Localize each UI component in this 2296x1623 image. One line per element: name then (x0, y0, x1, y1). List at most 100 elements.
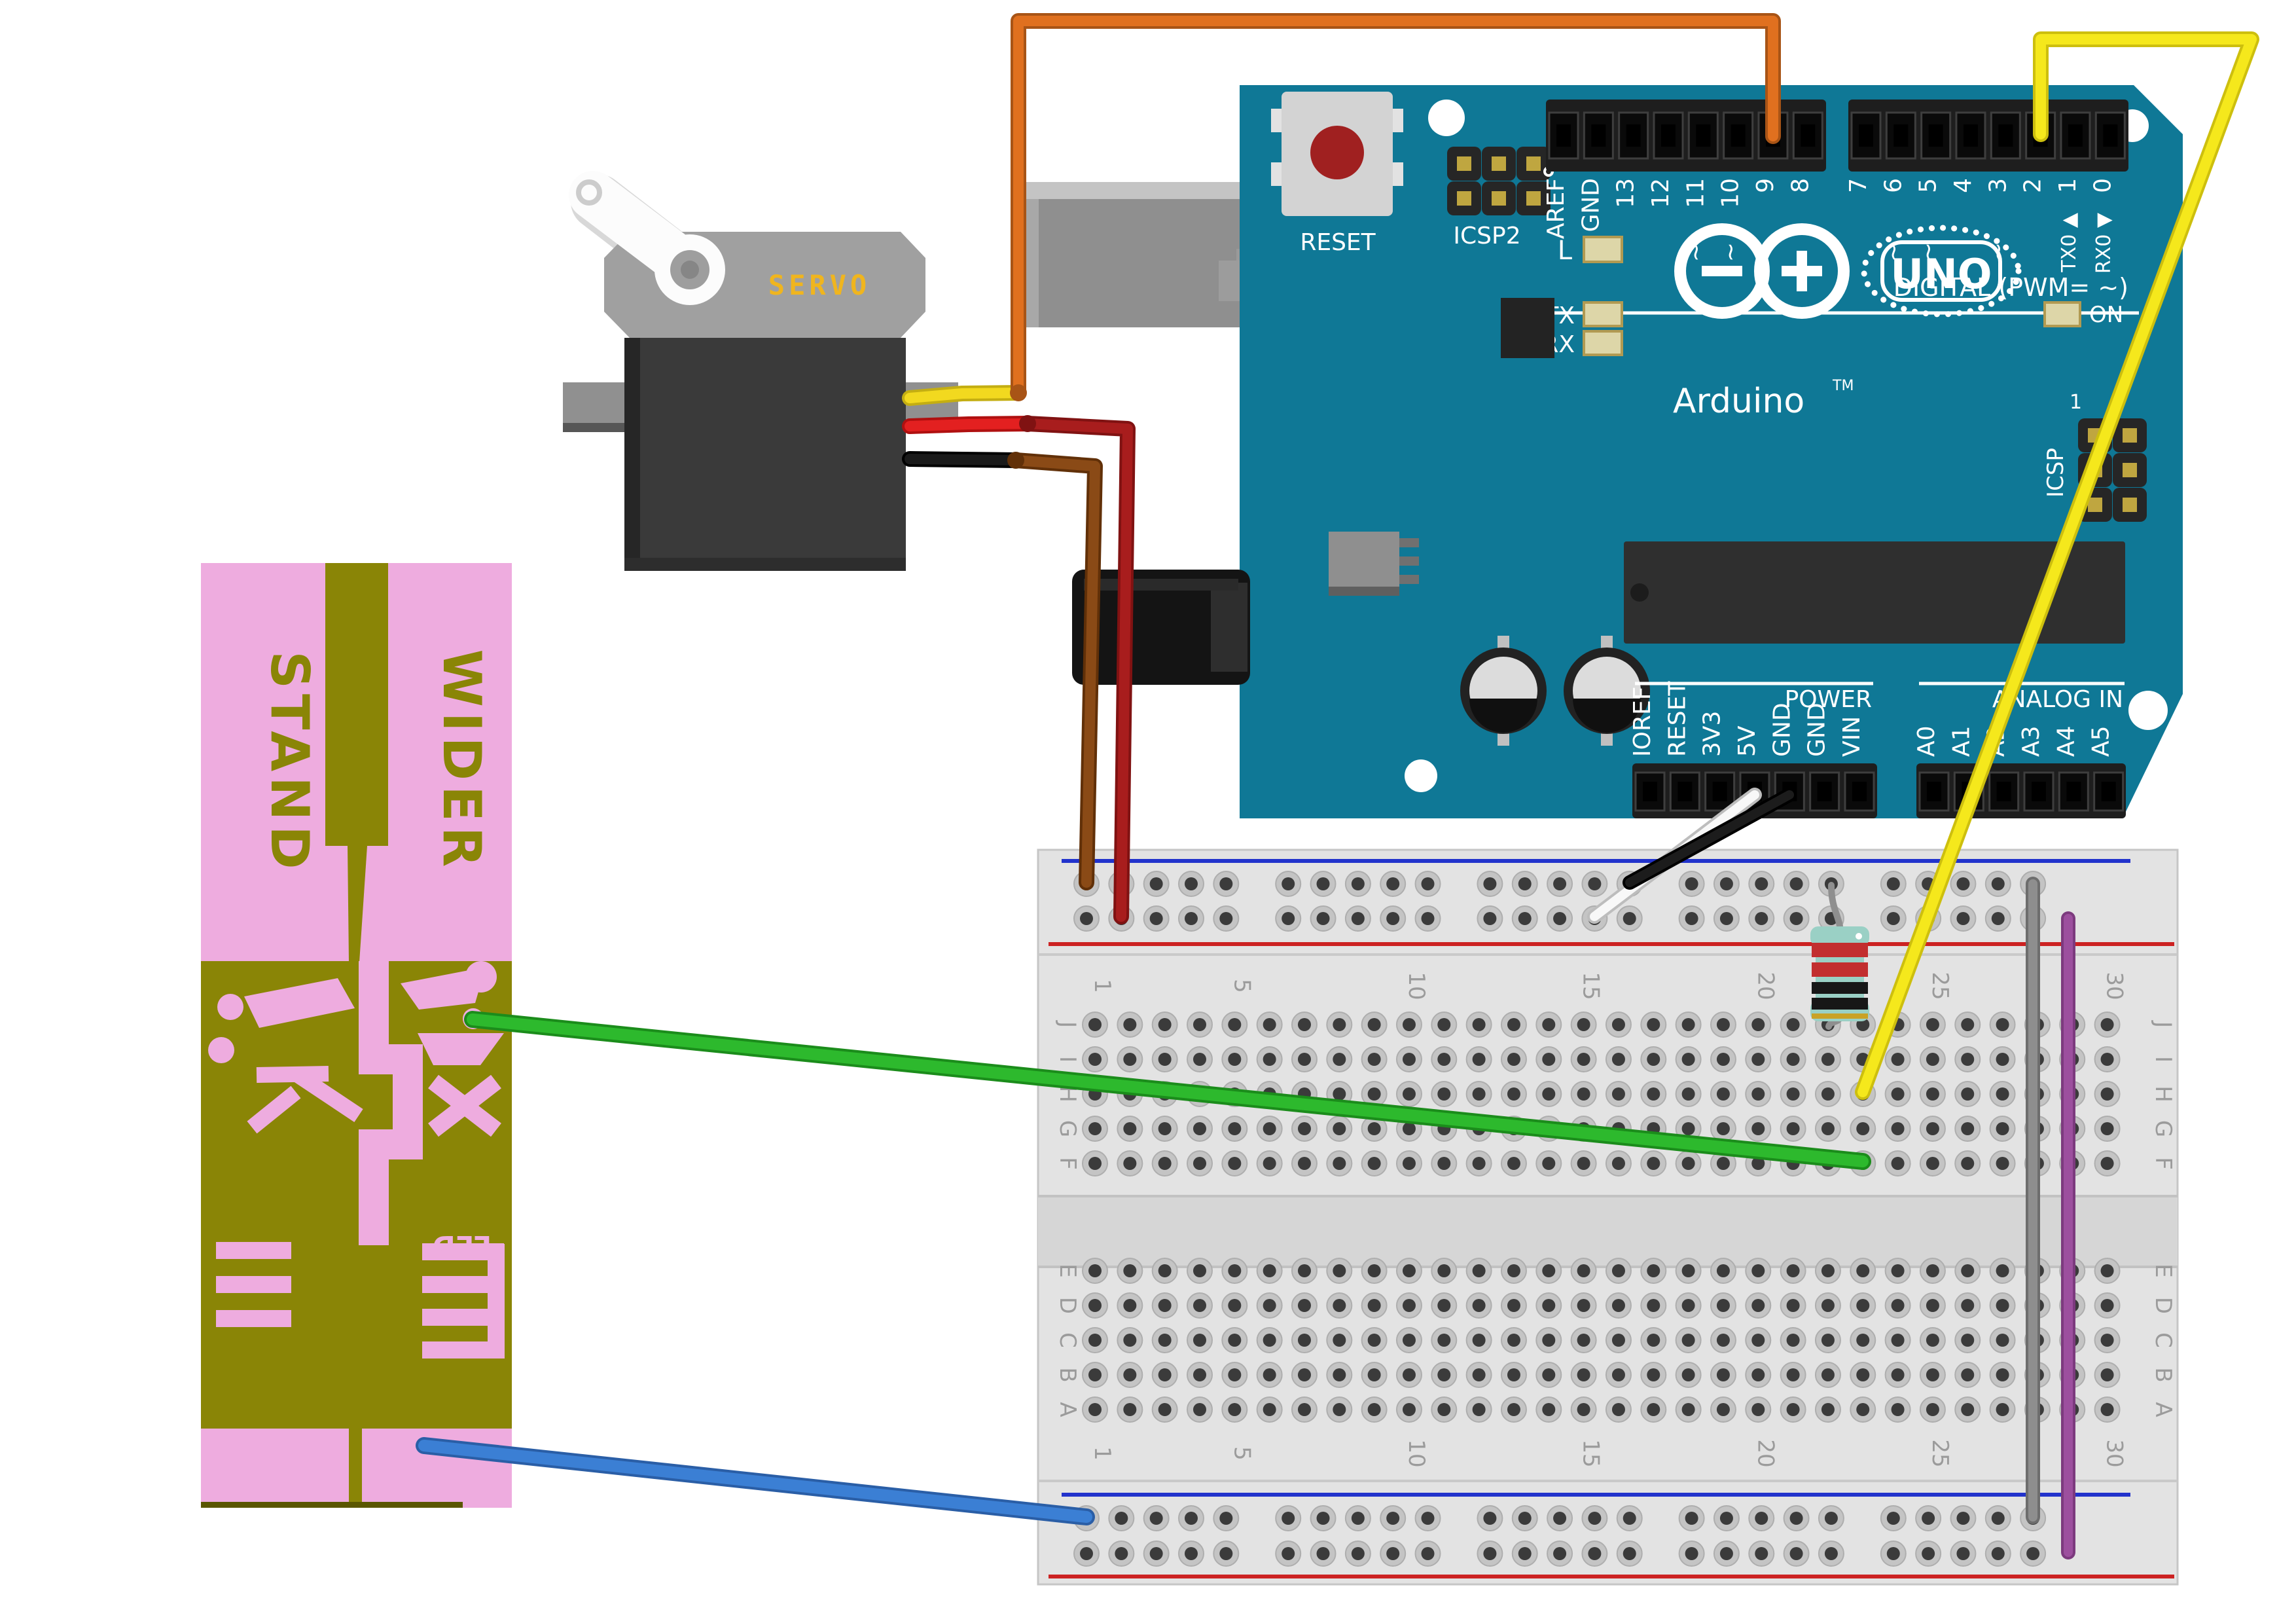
breadboard-coordinate-label: G (2150, 1120, 2176, 1137)
digital-pin[interactable] (1723, 111, 1754, 160)
wire-servo-black-lead[interactable] (905, 454, 1021, 465)
wire-brown-ground-to-rail[interactable] (1011, 455, 1100, 888)
wire-orange-signal-to-pin9[interactable] (1013, 16, 1778, 398)
wire-junction (1010, 384, 1027, 401)
breadboard-coordinate-label: 1 (1089, 979, 1115, 993)
uno-badge: UNO (1861, 225, 2022, 318)
digital-header-left[interactable] (1546, 100, 1826, 172)
power-pin-label: 3V3 (1699, 711, 1726, 757)
digital-pin-label: 13 (1613, 178, 1640, 208)
resistor-band (1812, 982, 1868, 994)
digital-pin-label: AREF (1543, 178, 1570, 239)
breadboard-coordinate-label: 20 (1752, 1439, 1778, 1467)
usb-bridge-chip (1501, 298, 1554, 358)
breadboard-coordinate-label: 30 (2102, 1439, 2128, 1467)
breadboard-coordinate-label: E (1054, 1264, 1081, 1277)
wire-junction (1007, 452, 1024, 469)
pcb-word-top: STAND (259, 651, 320, 874)
pcb-word-bottom: WIDER (431, 649, 492, 873)
digital-pin[interactable] (1687, 111, 1719, 160)
wire-servo-yellow-lead[interactable] (905, 388, 1024, 403)
wire-servo-red-lead[interactable] (905, 418, 1033, 431)
analog-pin-label: A0 (1913, 725, 1940, 757)
pcb-trace-pattern (208, 961, 505, 1359)
power-caption: POWER (1785, 686, 1872, 713)
breadboard-coordinate-label: 10 (1403, 972, 1429, 1000)
breadboard-coordinate-label: I (1054, 1056, 1081, 1063)
rx0-label: RX0 ▼ (2092, 213, 2115, 274)
pcb-led-label: LED (433, 1230, 492, 1262)
wire-yellow-pin2-to-breadboard[interactable] (1857, 34, 2257, 1097)
wire-black-gnd-to-rail[interactable] (1625, 790, 1794, 887)
breadboard-coordinate-label: 15 (1578, 972, 1604, 1000)
breadboard-coordinate-label: 5 (1229, 979, 1255, 993)
analog-pin-label: A4 (2053, 725, 2079, 757)
trademark-text: TM (1832, 378, 1854, 394)
digital-pin-label: 0 (2089, 178, 2116, 193)
servo-motor[interactable]: SERVO (563, 171, 958, 571)
board-leds (1583, 236, 2081, 356)
breadboard-coordinate-label: 15 (1578, 1439, 1604, 1467)
breadboard-center-channel (1038, 1196, 2178, 1267)
breadboard-coordinate-label: A (1054, 1402, 1081, 1417)
reset-button[interactable] (1271, 92, 1403, 216)
breadboard-coordinate-label: F (1054, 1157, 1081, 1170)
digital-pin-label: 1 (2054, 178, 2081, 193)
digital-pin-label: 3 (1984, 178, 2011, 193)
power-pin-label: IOREF (1629, 687, 1656, 757)
breadboard-coordinate-label: G (1054, 1120, 1081, 1137)
resistor[interactable] (1810, 882, 1869, 1030)
servo-body[interactable] (624, 338, 906, 571)
icsp-label: ICSP (2043, 448, 2069, 498)
reset-button-cap[interactable] (1310, 126, 1364, 179)
analog-pin-label: A3 (2018, 725, 2045, 757)
power-jack (1072, 570, 1250, 685)
breadboard-coordinate-label: 20 (1752, 972, 1778, 1000)
breadboard-coordinate-label: J (2150, 1020, 2176, 1028)
tx0-label: TX0 ▲ (2058, 213, 2081, 273)
servo-label: SERVO (768, 269, 870, 301)
icsp2-header[interactable] (1447, 147, 1551, 215)
breadboard-coordinate-label: J (1054, 1020, 1081, 1028)
breadboard-coordinate-label: H (2150, 1085, 2176, 1103)
breadboard-coordinate-label: 30 (2102, 972, 2128, 1000)
resistor-band (1812, 943, 1868, 957)
ic-notch (1630, 583, 1649, 602)
digital-pin-label: 2 (2020, 178, 2047, 193)
led-on-label: ON (2089, 302, 2123, 328)
usb-connector (1023, 182, 1259, 327)
breadboard-coordinate-label: A (2150, 1402, 2176, 1417)
brand-text: Arduino (1673, 382, 1804, 421)
digital-header-right[interactable] (1848, 100, 2128, 172)
wire-blue-pcb-to-bottom-rail[interactable] (418, 1440, 1092, 1523)
analog-pin-label: A1 (1948, 725, 1975, 757)
digital-pin-label: GND (1577, 178, 1604, 232)
jumper-wires[interactable] (416, 13, 2259, 1559)
reset-label: RESET (1300, 229, 1376, 256)
breadboard-coordinate-label: D (2150, 1297, 2176, 1314)
breadboard-coordinate-label: F (2150, 1157, 2176, 1170)
breadboard-coordinate-label: 25 (1927, 1439, 1953, 1467)
digital-pin-label: 10 (1717, 178, 1744, 208)
icsp-pin1-label: 1 (2070, 391, 2082, 414)
pwm-mark: ~ (1717, 242, 1744, 262)
led-tx (1583, 301, 1623, 327)
digital-caption: DIGITAL (PWM= ~) (1893, 273, 2128, 302)
power-pin-label: GND (1804, 702, 1831, 757)
voltage-regulator (1329, 532, 1419, 596)
digital-pin-sockets[interactable] (1548, 111, 2126, 160)
wire-dark-red-power-to-rail[interactable] (1022, 418, 1133, 922)
led-rx (1583, 330, 1623, 356)
digital-pin-label: 5 (1915, 178, 1942, 193)
wire-green-pcb-to-breadboard[interactable] (467, 1013, 1869, 1167)
breadboard-coordinate-label: 10 (1403, 1439, 1429, 1467)
digital-pin-label: 6 (1880, 178, 1907, 193)
digital-pin-label: 11 (1682, 178, 1709, 208)
touch-sensor-pcb[interactable]: STAND WIDER LED (201, 563, 512, 1508)
arduino-logo-icon (1674, 223, 1850, 319)
resistor-band (1812, 998, 1868, 1010)
